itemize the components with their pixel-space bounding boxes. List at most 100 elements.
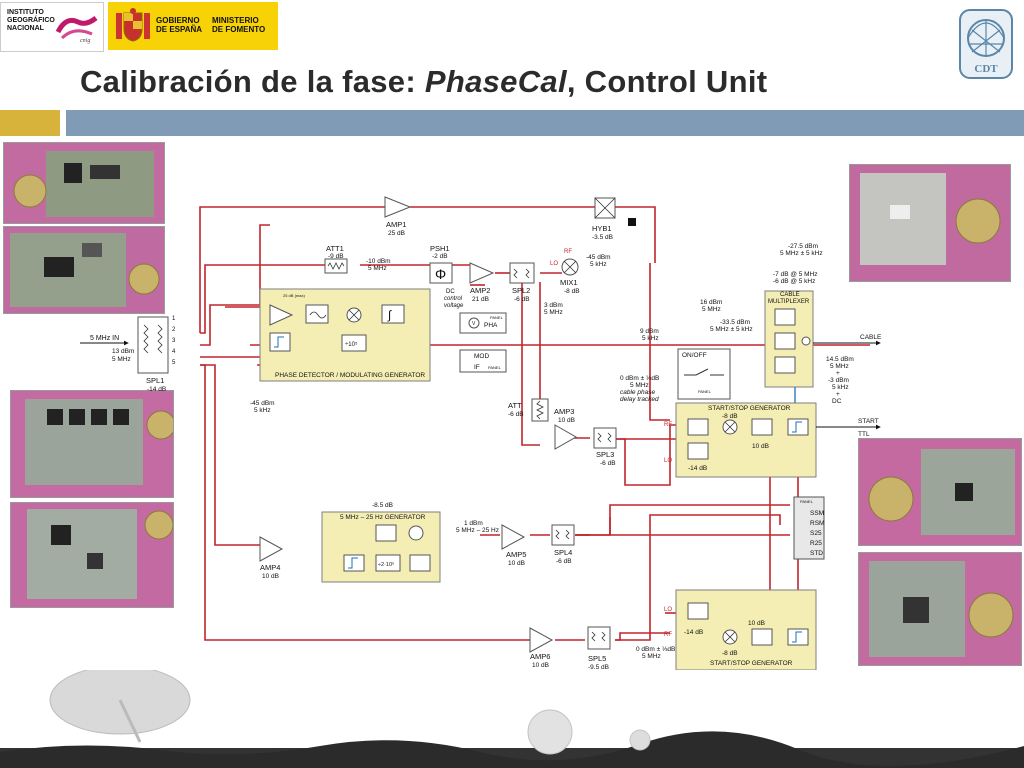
ssg2-label: START/STOP GENERATOR — [710, 660, 793, 667]
ign-logo-line1: INSTITUTO — [7, 9, 44, 16]
gen-gain: -8.5 dB — [372, 502, 393, 509]
spl1-port-1: 1 — [172, 316, 176, 322]
radome-icon — [527, 709, 573, 755]
ssg1-lo: LO — [664, 458, 672, 464]
gen-label: 5 MHz – 25 Hz GENERATOR — [340, 514, 426, 521]
title-part2: PhaseCal — [424, 64, 567, 99]
board-photo-right-2 — [858, 438, 1022, 546]
hyb1-name: HYB1 — [592, 224, 612, 233]
title-part3: , Control Unit — [566, 64, 768, 99]
psh-level-1: -10 dBm — [366, 258, 391, 265]
level-16-1: 16 dBm — [700, 299, 722, 306]
ign-logo-text: INSTITUTO GEOGRÁFICO NACIONAL — [7, 9, 55, 33]
ministry-left-2: DE ESPAÑA — [156, 25, 203, 34]
cable-mux-label-2: MULTIPLEXER — [768, 299, 810, 305]
spain-coat-of-arms-icon — [116, 8, 150, 42]
title-bar-gold — [0, 110, 60, 136]
level-1-2: 5 MHz – 25 Hz — [456, 527, 499, 534]
title-part1: Calibración de la fase: — [80, 64, 425, 99]
level-27-2: 5 MHz ± 5 kHz — [780, 250, 823, 257]
level-3-1: 3 dBm — [544, 302, 563, 309]
level-14-6: + — [836, 391, 840, 398]
amp4-gain: 10 dB — [262, 573, 279, 580]
ssg1-gain-mid: 10 dB — [752, 443, 769, 450]
psh1-block — [429, 262, 453, 284]
ign-logo: INSTITUTO GEOGRÁFICO NACIONAL cnig — [0, 2, 104, 52]
level-7-1: -7 dB @ 5 MHz — [773, 271, 818, 278]
ign-logo-line2: GEOGRÁFICO — [7, 17, 55, 24]
phase-detector-label: PHASE DETECTOR / MODULATING GENERATOR — [275, 372, 425, 379]
level-27-1: -27.5 dBm — [788, 243, 818, 250]
spl4-block — [551, 524, 575, 546]
dc-note-2: control — [444, 296, 463, 302]
ssg1-rf: RF — [664, 422, 672, 428]
amp6-gain: 10 dB — [532, 662, 549, 669]
start-out-2: TTL — [858, 431, 870, 438]
pha-panel-label: PANEL — [490, 315, 504, 320]
level-0a-1: 0 dBm ± ⅓dB — [620, 375, 659, 382]
spl2-block — [509, 262, 535, 284]
ssg2-gain-mid: -14 dB — [684, 629, 703, 636]
mix1-gain: -8 dB — [564, 288, 580, 295]
psh1-gain: -2 dB — [432, 253, 448, 260]
mod-if-panel — [459, 349, 507, 373]
spl4-gain: -6 dB — [556, 558, 572, 565]
input-label: 5 MHz IN — [90, 335, 119, 342]
spl1-gain: -14 dB — [147, 386, 166, 393]
phase-detector-amp-note: 25 dB (max) — [283, 293, 305, 298]
ministry-right-1: MINISTERIO — [212, 16, 259, 25]
amp4-symbol — [259, 536, 284, 562]
level-0b-2: 5 MHz — [642, 653, 661, 660]
level-14-4: -3 dBm — [828, 377, 849, 384]
att1-block — [324, 258, 348, 274]
amp1-symbol — [384, 196, 412, 218]
radio-telescope-strip — [0, 670, 1024, 768]
amp5-symbol — [501, 524, 526, 550]
signal-rsm: RSM — [810, 520, 824, 527]
board-photo-right-3 — [858, 552, 1022, 666]
title-bar-blue — [66, 110, 1024, 136]
spl5-block — [587, 626, 611, 650]
mix1-rf: RF — [564, 249, 572, 255]
amp3-gain: 10 dB — [558, 417, 575, 424]
board-photo-left-3 — [10, 390, 174, 498]
board-photo-right-1 — [849, 164, 1011, 282]
level-7-2: -6 dB @ 5 kHz — [773, 278, 815, 285]
level-16-2: 5 MHz — [702, 306, 721, 313]
level-0a-3: cable phase — [620, 389, 655, 396]
att-gain: -6 dB — [508, 411, 524, 418]
mod-panel-label: PANEL — [488, 365, 502, 370]
pha-name: PHA — [484, 322, 498, 329]
board-photo-top-left-2 — [3, 226, 165, 314]
level-14-2: 5 MHz — [830, 363, 849, 370]
onoff-panel-label: PANEL — [698, 389, 712, 394]
amp3-symbol — [554, 424, 578, 450]
amp5-name: AMP5 — [506, 550, 526, 559]
svg-text:∫: ∫ — [387, 308, 392, 322]
att1-name: ATT1 — [326, 244, 344, 253]
spl5-gain: -9.5 dB — [588, 664, 609, 671]
level-14-7: DC — [832, 398, 842, 405]
level-45-1: -45 dBm — [250, 400, 275, 407]
mix-level-1: -45 dBm — [586, 254, 611, 261]
hyb1-gain: -3.5 dB — [592, 234, 613, 241]
ministry-left-text: GOBIERNO DE ESPAÑA — [156, 16, 202, 34]
cdt-logo: CDT — [959, 9, 1013, 79]
ssg1-gain-top: -8 dB — [722, 413, 738, 420]
ssg2-gain-top: 10 dB — [748, 620, 765, 627]
board-photo-top-left-1 — [3, 142, 165, 224]
level-0b-1: 0 dBm ± ⅓dB — [636, 646, 675, 653]
slide-title: Calibración de la fase: PhaseCal, Contro… — [80, 64, 767, 100]
spl3-name: SPL3 — [596, 450, 614, 459]
onoff-panel — [677, 348, 731, 400]
ssg2-gain-low: -8 dB — [722, 650, 738, 657]
spl1-port-3: 3 — [172, 338, 176, 344]
level-9-2: 5 kHz — [642, 335, 659, 342]
spl1-port-5: 5 — [172, 360, 176, 366]
level-3-2: 5 MHz — [544, 309, 563, 316]
spl1-port-2: 2 — [172, 327, 176, 333]
amp1-gain: 25 dB — [388, 230, 405, 237]
level-9-1: 9 dBm — [640, 328, 659, 335]
level-14-5: 5 kHz — [832, 384, 849, 391]
signals-panel — [793, 496, 825, 560]
